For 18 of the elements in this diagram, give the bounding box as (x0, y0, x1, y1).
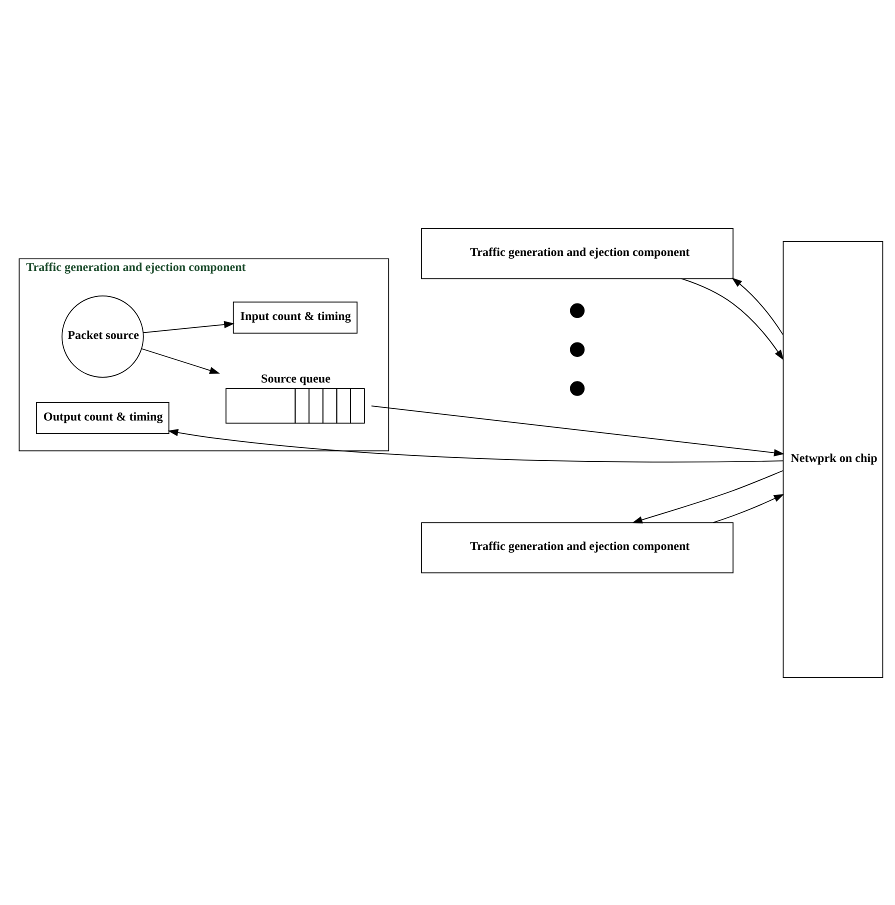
node-box: Input count & timing (232, 301, 358, 334)
node-box: Traffic generation and ejection component (421, 228, 734, 279)
arrow (141, 348, 220, 374)
arrow (712, 493, 784, 523)
node-circle (570, 302, 585, 318)
arrow (371, 405, 784, 456)
node-label: Source queue (261, 371, 330, 386)
node-circle: Packet source (62, 295, 144, 378)
arrow (168, 428, 784, 462)
node-box: Output count & timing (36, 401, 170, 434)
arrow (732, 277, 784, 335)
arrow (632, 470, 784, 523)
node-circle (570, 380, 585, 396)
arrow (142, 320, 235, 333)
node-circle (570, 342, 585, 356)
node-box: Traffic generation and ejection component (421, 522, 734, 573)
arrow (681, 278, 784, 360)
node-box: Netwprk on chip (782, 240, 884, 678)
